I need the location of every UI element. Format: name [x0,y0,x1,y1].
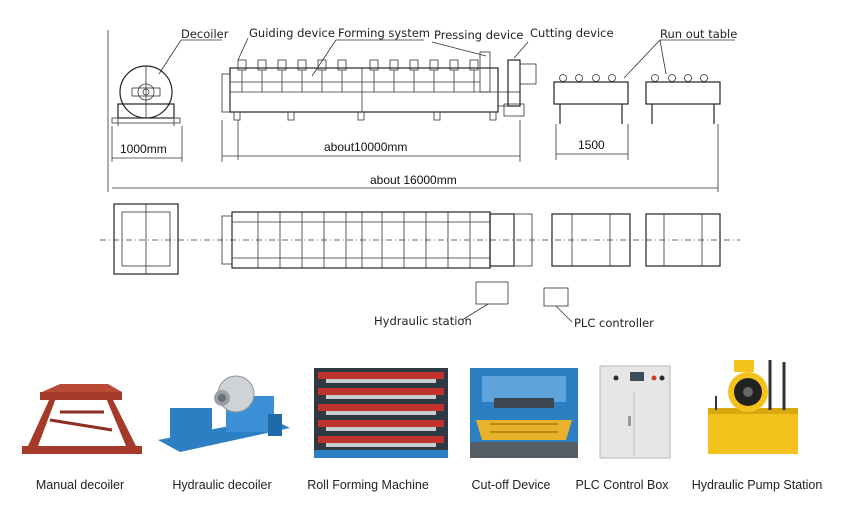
label-hydraulic-station: Hydraulic station [374,314,472,328]
roll-forming-image [314,368,448,458]
hydraulic-decoiler-image [158,375,290,452]
dim-decoiler-width: 1000mm [120,142,167,156]
plc-leader [555,305,573,323]
guiding-leader [237,37,249,61]
caption-hydraulic-decoiler: Hydraulic decoiler [172,478,272,492]
caption-roll-forming: Roll Forming Machine [307,478,429,492]
hydraulic-pump-image [708,360,798,454]
plc-controller-box [543,287,569,307]
manual-decoiler-image [22,384,142,454]
runout-table-2-elevation [645,74,721,124]
caption-hydraulic-pump: Hydraulic Pump Station [691,478,823,492]
hydraulic-station-box [475,281,509,305]
cutting-leader [513,41,529,59]
dim-total-length: about 16000mm [370,173,457,187]
decoiler-leader [158,39,182,75]
label-pressing-device: Pressing device [434,28,523,42]
hydraulic-leader [461,303,489,321]
caption-plc-control-box: PLC Control Box [575,478,669,492]
caption-cutoff-device: Cut-off Device [471,478,551,492]
runout-leader [623,39,661,79]
decoiler-elevation [111,65,181,126]
runout-table-2-plan [645,213,721,267]
decoiler-plan [113,203,179,275]
runout-table-1-plan [551,213,631,267]
cutoff-device-image [470,368,578,458]
caption-manual-decoiler: Manual decoiler [35,478,125,492]
runout-table-1-elevation [553,74,629,124]
dim-table-length: 1500 [578,138,605,152]
cutting-device-elevation [503,59,537,117]
pressing-leader [431,41,487,57]
label-decoiler: Decoiler [181,27,229,41]
forming-leader [311,39,337,77]
plc-control-box-image [599,365,671,459]
forming-plan [221,211,533,269]
dim-forming-length: about10000mm [324,140,407,154]
label-forming-system: Forming system [338,26,430,40]
dimension-lines [107,30,719,192]
label-guiding-device: Guiding device [249,26,335,40]
label-cutting-device: Cutting device [530,26,614,40]
label-plc-controller: PLC controller [574,316,654,330]
label-run-out-table: Run out table [660,27,737,41]
